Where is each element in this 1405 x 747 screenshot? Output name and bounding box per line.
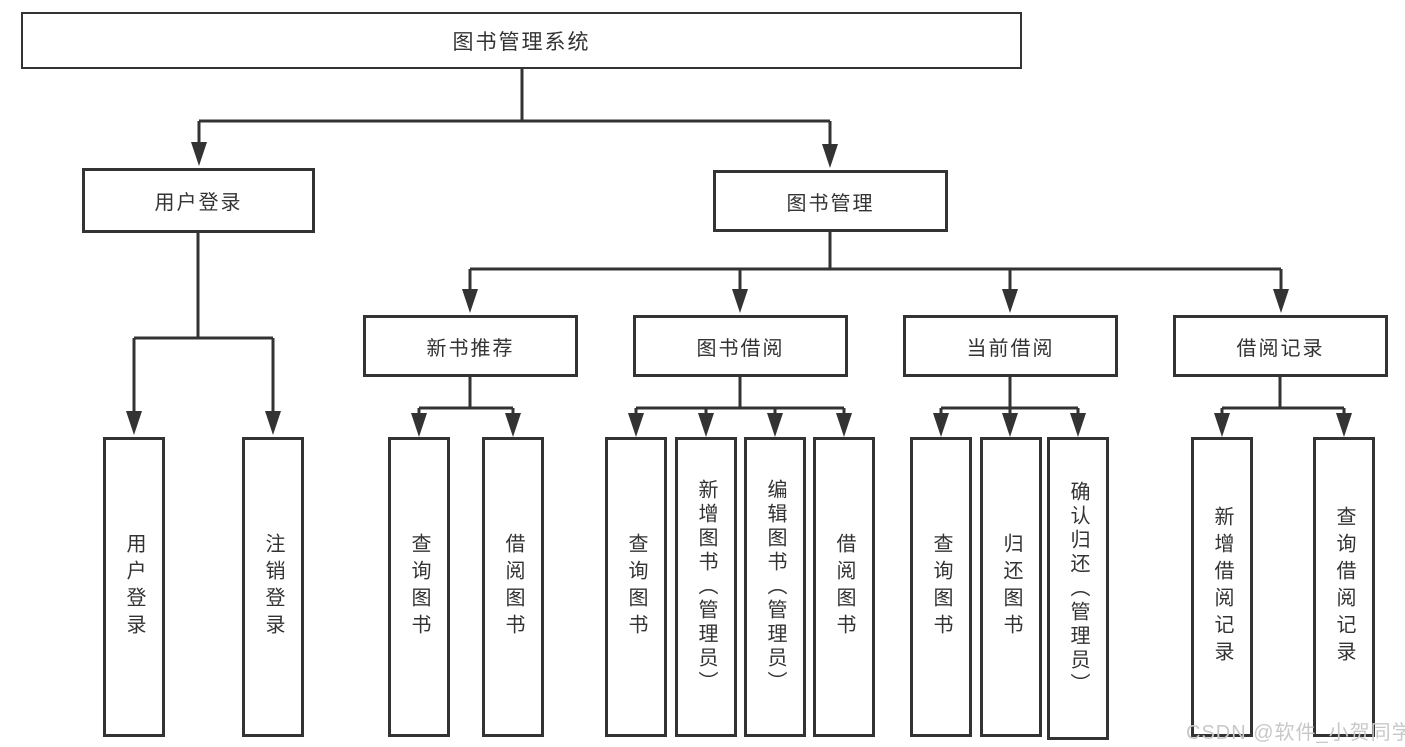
leaf-query-borrow-record: 查询借阅记录 [1313, 437, 1375, 737]
leaf-borrow-books-recommend-label: 借阅图书 [502, 533, 524, 641]
leaf-add-borrow-record: 新增借阅记录 [1191, 437, 1253, 737]
leaf-borrow-books-label: 借阅图书 [833, 533, 855, 641]
leaf-query-books-recommend-label: 查询图书 [408, 533, 430, 641]
leaf-add-book-admin: 新增图书（管理员） [675, 437, 737, 737]
leaf-borrow-books-recommend: 借阅图书 [482, 437, 544, 737]
leaf-query-books-recommend: 查询图书 [388, 437, 450, 737]
leaf-query-borrow-record-label: 查询借阅记录 [1333, 506, 1355, 668]
leaf-add-book-admin-label: 新增图书（管理员） [695, 479, 717, 695]
node-library-system: 图书管理系统 [21, 12, 1022, 69]
leaf-query-books-current-label: 查询图书 [930, 533, 952, 641]
leaf-user-login: 用户登录 [103, 437, 165, 737]
leaf-query-books-current: 查询图书 [910, 437, 972, 737]
node-borrow-records: 借阅记录 [1173, 315, 1388, 377]
leaf-query-books-borrow-label: 查询图书 [625, 533, 647, 641]
leaf-add-borrow-record-label: 新增借阅记录 [1211, 506, 1233, 668]
leaf-borrow-books: 借阅图书 [813, 437, 875, 737]
leaf-edit-book-admin: 编辑图书（管理员） [744, 437, 806, 737]
leaf-logout-label: 注销登录 [262, 533, 284, 641]
node-book-management: 图书管理 [713, 170, 948, 232]
node-current-borrow: 当前借阅 [903, 315, 1118, 377]
leaf-confirm-return-admin: 确认归还（管理员） [1047, 437, 1109, 740]
node-user-login: 用户登录 [82, 168, 315, 233]
leaf-user-login-label: 用户登录 [123, 533, 145, 641]
leaf-return-book-label: 归还图书 [1000, 533, 1022, 641]
leaf-query-books-borrow: 查询图书 [605, 437, 667, 737]
node-book-borrow: 图书借阅 [633, 315, 848, 377]
csdn-watermark: CSDN @软件_小贺同学 [1186, 722, 1405, 744]
leaf-edit-book-admin-label: 编辑图书（管理员） [764, 479, 786, 695]
node-new-book-recommend: 新书推荐 [363, 315, 578, 377]
arrowheads [126, 142, 1352, 437]
leaf-confirm-return-admin-label: 确认归还（管理员） [1067, 480, 1089, 697]
leaf-return-book: 归还图书 [980, 437, 1042, 737]
leaf-logout: 注销登录 [242, 437, 304, 737]
